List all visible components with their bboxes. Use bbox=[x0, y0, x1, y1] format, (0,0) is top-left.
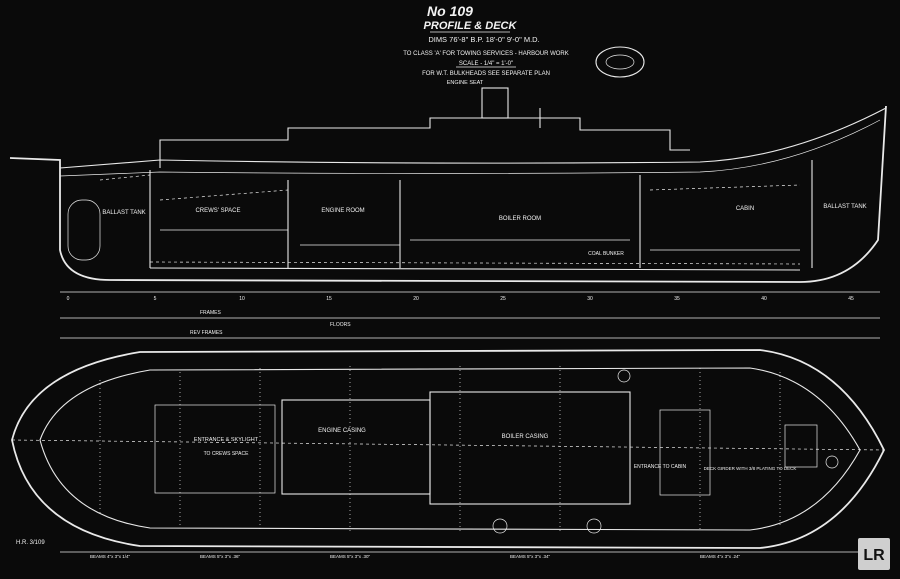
beam-note: BEAMS 4"x 3"x 1/4" bbox=[90, 554, 130, 559]
title-block: No 109 PROFILE & DECK DIMS 76'-8" B.P. 1… bbox=[403, 3, 645, 86]
label-entrance-skylight: ENTRANCE & SKYLIGHT bbox=[194, 437, 259, 443]
plan-number: No 109 bbox=[427, 3, 473, 19]
scale-note: SCALE - 1/4" = 1'-0" bbox=[459, 61, 513, 67]
beam-note: BEAMS 5"x 3"x .30" bbox=[330, 554, 370, 559]
label-ballast-tank-fwd: BALLAST TANK bbox=[102, 210, 145, 216]
frame-number: 25 bbox=[500, 296, 506, 302]
label-deck-girder: DECK GIRDER WITH 3/8 PLATING TO DECK bbox=[704, 466, 797, 471]
label-engine-room: ENGINE ROOM bbox=[321, 208, 364, 214]
label-coal-bunker: COAL BUNKER bbox=[588, 251, 624, 257]
frame-number: 30 bbox=[587, 296, 593, 302]
class-note: TO CLASS 'A' FOR TOWING SERVICES - HARBO… bbox=[403, 51, 569, 57]
frame-number: 20 bbox=[413, 296, 419, 302]
frame-number: 40 bbox=[761, 296, 767, 302]
lr-logo-icon: LR bbox=[858, 538, 890, 570]
label-entrance-to-cabin: ENTRANCE TO CABIN bbox=[634, 464, 687, 470]
drawing-reference: H.R. 3/109 bbox=[16, 540, 45, 546]
beam-note: BEAMS 5"x 3"x .34" bbox=[510, 554, 550, 559]
beam-note: BEAMS 4"x 3"x .24" bbox=[700, 554, 740, 559]
label-boiler-room: BOILER ROOM bbox=[499, 216, 541, 222]
frame-number: 35 bbox=[674, 296, 680, 302]
frame-number: 10 bbox=[239, 296, 245, 302]
frame-number: 0 bbox=[67, 296, 70, 302]
profile-drawing: CREWS' SPACE ENGINE ROOM BOILER ROOM CAB… bbox=[9, 87, 887, 339]
label-frames: FRAMES bbox=[200, 310, 222, 316]
deck-plan: ENGINE CASING BOILER CASING ENTRANCE & S… bbox=[11, 349, 886, 559]
label-rev-frames: REV FRAMES bbox=[190, 330, 223, 336]
plan-title: PROFILE & DECK bbox=[424, 20, 518, 32]
label-cabin: CABIN bbox=[736, 206, 754, 212]
frame-number: 15 bbox=[326, 296, 332, 302]
engine-seat-note: ENGINE SEAT bbox=[447, 80, 484, 86]
frame-number: 45 bbox=[848, 296, 854, 302]
label-crews-space: CREWS' SPACE bbox=[195, 208, 240, 214]
approval-stamp-icon bbox=[595, 46, 645, 78]
engine-casing-outline bbox=[281, 399, 431, 495]
frame-number: 5 bbox=[154, 296, 157, 302]
label-ballast-tank-aft: BALLAST TANK bbox=[823, 204, 866, 210]
beam-note: BEAMS 5"x 3"x .36" bbox=[200, 554, 240, 559]
label-to-crews-space: TO CREWS SPACE bbox=[204, 451, 249, 457]
label-engine-casing: ENGINE CASING bbox=[318, 428, 366, 434]
svg-text:LR: LR bbox=[863, 547, 885, 564]
boiler-casing-outline bbox=[429, 391, 631, 505]
bulkhead-note: FOR W.T. BULKHEADS SEE SEPARATE PLAN bbox=[422, 71, 550, 77]
frame-numbers: 0 5 10 15 20 25 30 35 40 45 bbox=[67, 296, 854, 302]
label-boiler-casing: BOILER CASING bbox=[502, 434, 549, 440]
label-floors: FLOORS bbox=[330, 322, 351, 328]
dims-line: DIMS 76'-8" B.P. 18'-0" 9'-0" M.D. bbox=[428, 35, 539, 44]
